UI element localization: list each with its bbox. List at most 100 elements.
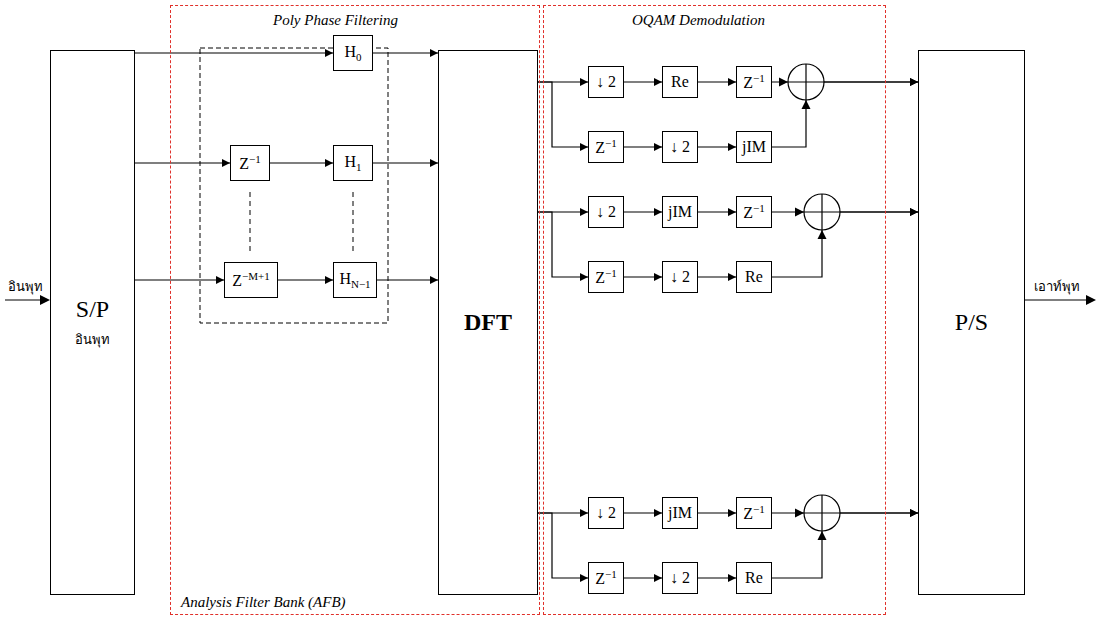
signal-connector bbox=[698, 211, 736, 212]
symbol-text: Re bbox=[671, 73, 689, 90]
signal-connector bbox=[624, 211, 662, 212]
block-label: Z−1 bbox=[239, 153, 261, 173]
region-title: Poly Phase Filtering bbox=[271, 12, 400, 29]
filter-box: HN−1 bbox=[333, 262, 377, 298]
block-label: Z−1 bbox=[595, 568, 617, 588]
block-title: DFT bbox=[464, 309, 512, 336]
signal-connector bbox=[624, 146, 662, 147]
script-text: −1 bbox=[605, 568, 617, 580]
adder-input-arrowhead bbox=[818, 531, 827, 540]
symbol-text: Z bbox=[743, 74, 753, 91]
signal-label: อินพุท bbox=[8, 276, 43, 297]
region-title: OQAM Demodulation bbox=[630, 12, 767, 29]
region-title: Analysis Filter Bank (AFB) bbox=[179, 594, 348, 611]
oqam-block: ↓ 2 bbox=[662, 261, 698, 293]
block-label: Re bbox=[671, 73, 689, 91]
signal-connector bbox=[624, 81, 662, 82]
symbol-text: Re bbox=[745, 268, 763, 285]
signal-connector bbox=[135, 279, 224, 280]
block-label: jIM bbox=[668, 504, 692, 522]
block-title: S/P bbox=[76, 296, 109, 323]
script-text: −1 bbox=[605, 267, 617, 279]
filter-box: H0 bbox=[333, 35, 373, 71]
oqam-block: Z−1 bbox=[588, 562, 624, 594]
signal-connector bbox=[698, 81, 736, 82]
block-label: Z−1 bbox=[595, 137, 617, 157]
delay-box: Z−M+1 bbox=[224, 262, 278, 298]
symbol-text: ↓ 2 bbox=[670, 268, 690, 285]
block-label: ↓ 2 bbox=[596, 203, 616, 221]
signal-connector bbox=[377, 279, 438, 280]
symbol-text: jIM bbox=[668, 203, 692, 220]
signal-connector bbox=[772, 513, 918, 578]
adder-input-arrowhead bbox=[779, 78, 788, 87]
symbol-text: H bbox=[339, 270, 351, 287]
block-note: อินพุท bbox=[75, 329, 110, 350]
adder-cross bbox=[821, 194, 822, 230]
oqam-block: Z−1 bbox=[736, 196, 772, 228]
block-label: Z−1 bbox=[595, 267, 617, 287]
adder-input-arrowhead bbox=[802, 100, 811, 109]
signal-connector bbox=[698, 577, 736, 578]
adder-input-arrowhead bbox=[818, 230, 827, 239]
adder-input-arrowhead bbox=[795, 208, 804, 217]
symbol-text: jIM bbox=[742, 138, 766, 155]
signal-connector bbox=[698, 276, 736, 277]
parallel-to-serial-box: P/S bbox=[918, 50, 1025, 595]
oqam-block: jIM bbox=[662, 497, 698, 529]
input-arrow bbox=[5, 299, 42, 300]
symbol-text: ↓ 2 bbox=[670, 138, 690, 155]
adder-symbol bbox=[804, 194, 840, 230]
oqam-block: ↓ 2 bbox=[588, 497, 624, 529]
script-text: −1 bbox=[605, 137, 617, 149]
symbol-text: ↓ 2 bbox=[596, 504, 616, 521]
block-label: HN−1 bbox=[339, 270, 370, 290]
signal-connector bbox=[772, 212, 918, 277]
script-text: −M+1 bbox=[242, 270, 270, 282]
oqam-block: Re bbox=[736, 562, 772, 594]
continuation-dots bbox=[250, 192, 251, 255]
script-text: 1 bbox=[356, 161, 362, 173]
dft-box: DFT bbox=[438, 50, 538, 595]
block-label: ↓ 2 bbox=[670, 138, 690, 156]
block-label: jIM bbox=[742, 138, 766, 156]
symbol-text: ↓ 2 bbox=[596, 203, 616, 220]
block-label: Re bbox=[745, 268, 763, 286]
oqam-block: ↓ 2 bbox=[588, 196, 624, 228]
block-label: ↓ 2 bbox=[596, 504, 616, 522]
filter-box: H1 bbox=[333, 145, 373, 181]
adder-input-arrowhead bbox=[795, 509, 804, 518]
delay-box: Z−1 bbox=[230, 145, 270, 181]
block-label: jIM bbox=[668, 203, 692, 221]
script-text: −1 bbox=[753, 72, 765, 84]
signal-connector bbox=[270, 162, 333, 163]
oqam-block: ↓ 2 bbox=[662, 131, 698, 163]
signal-connector bbox=[373, 162, 438, 163]
symbol-text: H bbox=[344, 153, 356, 170]
oqam-block: jIM bbox=[736, 131, 772, 163]
oqam-block: Z−1 bbox=[588, 261, 624, 293]
oqam-block: ↓ 2 bbox=[588, 66, 624, 98]
signal-connector bbox=[135, 52, 333, 53]
block-label: ↓ 2 bbox=[670, 268, 690, 286]
symbol-text: Z bbox=[595, 570, 605, 587]
adder-cross bbox=[821, 495, 822, 531]
signal-connector bbox=[624, 276, 662, 277]
symbol-text: Z bbox=[595, 139, 605, 156]
oqam-block: Z−1 bbox=[736, 66, 772, 98]
signal-connector bbox=[624, 512, 662, 513]
block-label: Z−1 bbox=[743, 202, 765, 222]
output-arrowhead bbox=[1086, 295, 1096, 305]
signal-connector bbox=[135, 162, 230, 163]
input-arrowhead bbox=[40, 295, 50, 305]
oqam-region: OQAM Demodulation↓ 2ReZ−1Z−1↓ 2jIM↓ 2jIM… bbox=[543, 5, 886, 615]
block-label: Z−1 bbox=[743, 503, 765, 523]
output-arrow bbox=[1025, 299, 1088, 300]
script-text: −1 bbox=[753, 202, 765, 214]
adder-group bbox=[779, 64, 840, 540]
signal-connector bbox=[698, 146, 736, 147]
block-label: Re bbox=[745, 569, 763, 587]
signal-connector bbox=[278, 279, 333, 280]
signal-connector bbox=[538, 82, 588, 147]
